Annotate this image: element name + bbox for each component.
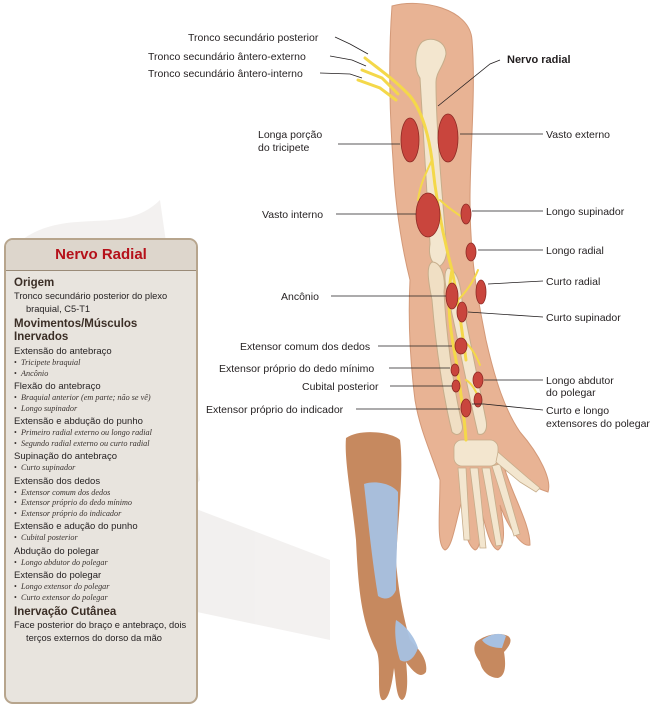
label-tronco-antero-externo: Tronco secundário ântero-externo: [148, 51, 306, 63]
cutaneous-area-arm: [364, 482, 398, 599]
arm-illustration: [356, 2, 550, 551]
movement-group: Extensão e abdução do punho Primeiro rad…: [14, 416, 189, 449]
cutaneous-small-hand: [482, 633, 506, 648]
cutaneous-area-hand: [395, 620, 418, 662]
inervacao-cutanea-heading: Inervação Cutânea: [14, 606, 117, 618]
label-vasto-interno: Vasto interno: [262, 209, 323, 221]
label-vasto-externo: Vasto externo: [546, 129, 610, 141]
label-curto-longo-1: Curto e longo: [546, 405, 609, 417]
label-longo-abdutor-2: do polegar: [546, 387, 596, 399]
muscle-item: Extensor próprio do dedo mínimo: [14, 498, 189, 509]
arm-skin: [389, 2, 550, 551]
movement-group-heading: Extensão e adução do punho: [14, 521, 138, 532]
muscle-item: Segundo radial externo ou curto radial: [14, 439, 189, 450]
label-extensor-comum: Extensor comum dos dedos: [240, 341, 370, 353]
muscle-item: Longo supinador: [14, 404, 189, 415]
label-curto-radial: Curto radial: [546, 276, 600, 288]
movement-group-heading: Extensão e abdução do punho: [14, 416, 143, 427]
leader-lines: [319, 36, 544, 411]
movement-group-heading: Flexão do antebraço: [14, 381, 101, 392]
hand-bones: [453, 439, 541, 549]
label-longo-supinador: Longo supinador: [546, 206, 625, 218]
label-longa-porcao-1: Longa porção: [258, 129, 322, 141]
label-cubital-posterior: Cubital posterior: [302, 381, 379, 393]
muscle-item: Ancônio: [14, 369, 189, 380]
label-longo-radial: Longo radial: [546, 245, 604, 257]
movement-group-heading: Extensão do antebraço: [14, 346, 112, 357]
movement-group: Extensão do antebraço Tricipete braquial…: [14, 346, 189, 379]
label-longa-porcao-2: do tricipete: [258, 142, 310, 154]
muscle-item: Extensor próprio do indicador: [14, 509, 189, 520]
movimentos-heading: Movimentos/Músculos Inervados: [14, 318, 138, 343]
movement-group: Abdução do polegar Longo abdutor do pole…: [14, 546, 189, 569]
label-nervo-radial: Nervo radial: [507, 54, 571, 66]
label-longo-abdutor-1: Longo abdutor: [546, 375, 614, 387]
muscle-item: Longo extensor do polegar: [14, 582, 189, 593]
muscle-item: Curto extensor do polegar: [14, 593, 189, 604]
label-tronco-antero-interno: Tronco secundário ântero-interno: [148, 68, 303, 80]
movement-group: Extensão e adução do punho Cubital poste…: [14, 521, 189, 544]
muscle-item: Curto supinador: [14, 463, 189, 474]
movement-group: Extensão do polegar Longo extensor do po…: [14, 570, 189, 603]
info-box-title: Nervo Radial: [6, 240, 196, 271]
movement-group: Supinação do antebraço Curto supinador: [14, 451, 189, 474]
label-curto-supinador: Curto supinador: [546, 312, 621, 324]
label-extensor-indicador: Extensor próprio do indicador: [206, 404, 344, 416]
muscle-item: Longo abdutor do polegar: [14, 558, 189, 569]
muscle-item: Cubital posterior: [14, 533, 189, 544]
muscle-item: Extensor comum dos dedos: [14, 488, 189, 499]
origem-heading: Origem: [14, 277, 55, 289]
label-anconio: Ancônio: [281, 291, 319, 303]
origem-text-line-1: Tronco secundário posterior do plexo: [14, 291, 168, 301]
movement-group-heading: Supinação do antebraço: [14, 451, 117, 462]
label-curto-longo-2: extensores do polegar: [546, 418, 650, 430]
movement-group: Flexão do antebraço Braquial anterior (e…: [14, 381, 189, 414]
muscle-item: Braquial anterior (em parte; não se vê): [14, 393, 189, 404]
label-extensor-minimo: Extensor próprio do dedo mínimo: [219, 363, 374, 375]
muscle-item: Tricipete braquial: [14, 358, 189, 369]
label-tronco-posterior: Tronco secundário posterior: [188, 32, 319, 44]
origem-text-line-2: braquial, C5-T1: [26, 304, 91, 314]
movement-group-heading: Abdução do polegar: [14, 545, 100, 557]
muscle-patches: [400, 113, 487, 418]
movement-group: Extensão dos dedos Extensor comum dos de…: [14, 476, 189, 520]
movement-group-heading: Extensão do polegar: [14, 570, 102, 581]
movement-group-heading: Extensão dos dedos: [14, 475, 101, 487]
inervacao-cutanea-line-1: Face posterior do braço e antebraço, doi…: [14, 620, 187, 630]
info-box-body: Origem Tronco secundário posterior do pl…: [6, 271, 196, 644]
diagram-labels: Tronco secundário posterior Tronco secun…: [148, 32, 650, 430]
muscle-item: Primeiro radial externo ou longo radial: [14, 428, 189, 439]
inervacao-cutanea-line-2: terços externos do dorso da mão: [26, 633, 162, 643]
cutaneous-arm-illustration: [345, 432, 511, 701]
info-box-nervo-radial: Nervo Radial Origem Tronco secundário po…: [4, 238, 198, 704]
